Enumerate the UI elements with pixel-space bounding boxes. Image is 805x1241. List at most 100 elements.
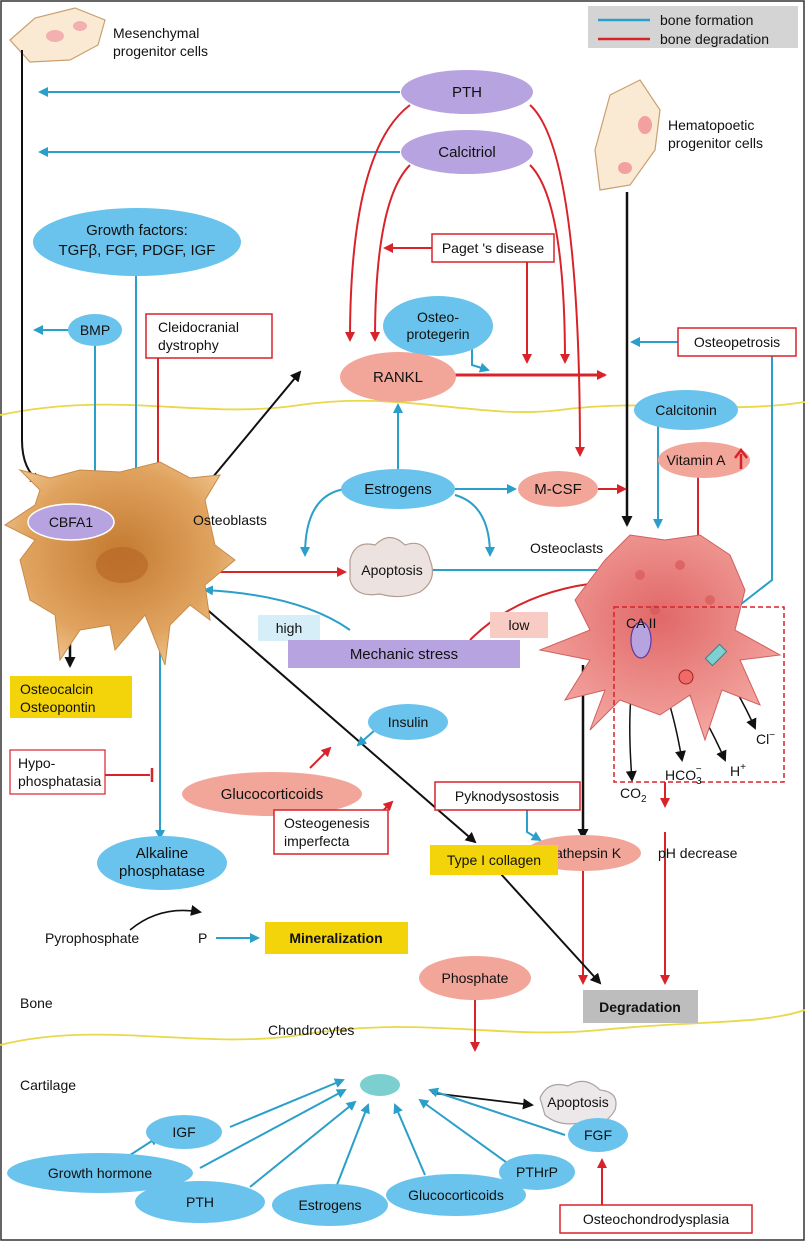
legend-box [588,6,798,48]
h-sup: + [740,762,746,773]
arrow-estrogens-apopt-left [300,488,346,557]
cl-text: Cl [756,731,769,747]
pthrp-node [499,1154,575,1190]
arrow-igf-chondro [229,1078,345,1128]
alp-line1: Alkaline [136,845,189,862]
legend: bone formation bone degradation [588,6,798,48]
rankl-node [340,352,456,402]
pykno-box [434,781,581,811]
cleido-line1: Cleidocranial [158,319,239,335]
arrow-pth-chondro [249,1100,357,1188]
oi-line2: imperfecta [284,833,350,849]
oi-line1: Osteogenesis [284,815,370,831]
collagen-box [430,845,558,875]
h-label: H+ [730,762,746,779]
growth-factors-line1: Growth factors: [86,222,188,239]
cl-channel-icon [704,643,728,667]
osteocalcin-line2: Osteopontin [20,699,96,715]
co2-sub: 2 [641,794,647,805]
arrow-stress-high [203,585,351,631]
growth-hormone-node [7,1153,193,1193]
osteoprotegerin-node [383,296,493,356]
paget-box [431,233,555,263]
glucocorticoids-node [182,772,362,816]
hematopoetic-cell-icon [594,79,661,191]
osteoclasts-label: Osteoclasts [530,540,603,556]
osteopetrosis-label: Osteopetrosis [694,334,780,350]
ca2-label: CA II [626,615,656,631]
hypophos-line1: Hypo- [18,755,56,771]
estrogens-cartilage-node [272,1184,388,1226]
osteocalcin-line1: Osteocalcin [20,681,93,697]
arrow-estrogens-chondro [334,1103,370,1191]
ca2-box [613,606,785,783]
opg-line1: Osteo- [417,309,459,325]
bone-zone-label: Bone [20,995,53,1011]
arrow-pyrophosphate [129,905,202,931]
growth-factors-node [33,208,241,276]
nodes: PTH Calcitriol Growth factors: TGFβ, FGF… [9,70,797,1023]
arrow-estrogens-apopt-right [454,494,495,557]
igf-node [146,1115,222,1149]
high-label: high [276,620,302,636]
co2-label: CO2 [620,785,647,805]
pth-cartilage-label: PTH [186,1194,214,1210]
glucocorticoids-cartilage-node [386,1174,526,1216]
pykno-label: Pyknodysostosis [455,788,559,804]
apoptosis-icon [349,536,433,598]
rankl-label: RANKL [373,369,423,386]
calcitonin-node [634,390,738,430]
cathepsin-label: Cathepsin K [545,845,622,861]
arrow-pykno [526,808,542,842]
hematopoetic-label-2: progenitor cells [668,135,763,151]
mcsf-node [518,471,598,507]
glucocorticoids-cartilage-label: Glucocorticoids [408,1187,504,1203]
h-text: H [730,763,740,779]
insulin-label: Insulin [388,714,428,730]
mechanic-stress-label: Mechanic stress [350,646,458,663]
arrow-glucocorticoid [309,746,332,769]
osteopetrosis-box [677,327,797,357]
cl-sup: − [769,730,775,741]
vitamina-node [658,442,750,478]
cbfa1-label: CBFA1 [49,514,94,530]
chondrocytes-label: Chondrocytes [268,1022,354,1038]
degradation-label: Degradation [599,999,681,1015]
mcsf-label: M-CSF [534,481,582,498]
collagen-label: Type I collagen [447,852,541,868]
cleido-box [145,313,273,359]
alp-line2: phosphatase [119,863,205,880]
phosphate-node [419,956,531,1000]
bmp-node [68,314,122,346]
arrow-pth-mcsf [529,104,585,457]
degradation-box [583,990,698,1023]
glucocorticoids-label: Glucocorticoids [221,786,324,803]
hypophos-box [9,749,106,795]
hco3-text: HCO [665,767,696,783]
mesenchymal-cell-icon [9,7,106,63]
proton-pump-icon [678,669,694,685]
high-box [258,615,320,641]
bmp-label: BMP [80,322,110,338]
estrogens-node [341,469,455,509]
legend-degradation-label: bone degradation [660,31,769,47]
arrow-calcitriol-rankl [370,164,411,342]
oi-box [273,809,389,855]
p-label: P [198,930,207,946]
hco3-sub: 3 [696,776,702,787]
estrogens-label: Estrogens [364,481,432,498]
growth-factors-line2: TGFβ, FGF, PDGF, IGF [59,242,216,259]
pth-node [401,70,533,114]
fgf-label: FGF [584,1127,612,1143]
hco3-label: HCO3− [665,764,702,787]
paget-label: Paget 's disease [442,240,545,256]
arrow-gh-chondro [199,1089,347,1169]
fgf-node [568,1118,628,1152]
hco3-sup: − [696,764,702,775]
arrow-insulin [356,729,376,747]
opg-line2: protegerin [406,326,469,342]
mesenchymal-label-1: Mesenchymal [113,25,199,41]
legend-formation-label: bone formation [660,12,753,28]
